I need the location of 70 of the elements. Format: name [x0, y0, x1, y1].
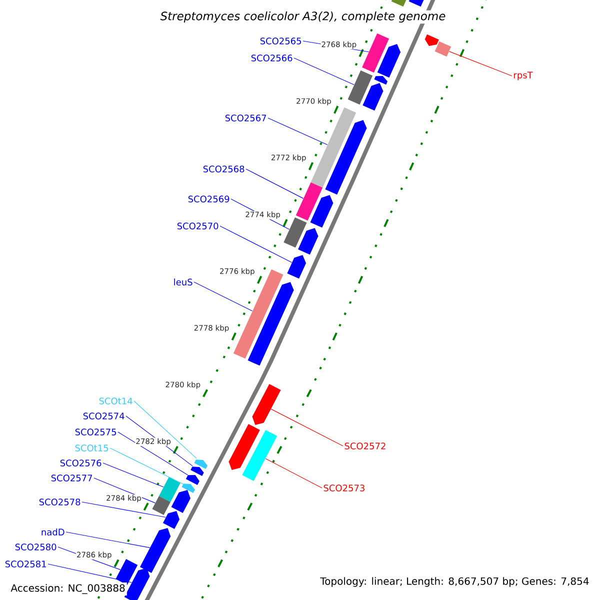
gene-label: rpsT	[514, 72, 533, 80]
gene-label: SCO2574	[83, 412, 124, 420]
gene-label: SCO2567	[225, 114, 266, 122]
leader-line	[270, 408, 344, 446]
leader-line	[94, 478, 156, 504]
leader-line	[110, 448, 184, 484]
leader-line	[82, 502, 166, 518]
gene-pentagon	[171, 490, 190, 514]
gene-pentagon	[190, 466, 204, 476]
leader-line	[265, 458, 322, 488]
gene-label: nadD	[42, 528, 64, 536]
leader-line	[134, 400, 197, 459]
gene-label: SCOt15	[75, 444, 108, 452]
leader-line	[220, 226, 292, 263]
gene-pentagon	[287, 255, 306, 279]
gene-box	[434, 41, 452, 57]
leader-line	[48, 564, 132, 583]
leader-line	[294, 58, 354, 86]
gene-pentagon	[325, 120, 367, 195]
leader-line	[66, 532, 150, 548]
gene-label: SCO2573	[324, 484, 364, 492]
leader-line	[102, 462, 164, 488]
gene-pentagon	[228, 424, 260, 470]
gene-pentagon	[362, 83, 384, 111]
gene-box	[348, 70, 373, 105]
gene-label: SCO2577	[51, 474, 92, 482]
gene-box	[284, 217, 307, 248]
gene-box	[116, 559, 138, 586]
gene-label: SCO2572	[344, 442, 386, 450]
gene-box	[296, 182, 323, 221]
leader-line	[448, 51, 512, 76]
gene-label: SCO2578	[39, 498, 80, 506]
gene-pentagon	[377, 44, 401, 78]
gene-label: SCO2565	[260, 38, 301, 44]
gene-pentagon	[162, 511, 180, 530]
gene-pentagon	[248, 282, 294, 366]
gene-label: SCO2570	[177, 222, 218, 230]
gene-label: SCO2568	[203, 166, 244, 172]
gene-label: leuS	[174, 278, 192, 286]
gene-box	[310, 107, 356, 188]
leader-line	[194, 282, 253, 312]
gene-label: SCOt14	[99, 398, 132, 404]
gene-label: SCO2580	[15, 544, 56, 550]
gene-pentagon	[310, 195, 334, 228]
gene-box	[391, 0, 409, 7]
gene-pentagon	[194, 460, 208, 470]
gene-box	[242, 430, 278, 482]
gene-box	[152, 496, 170, 516]
gene-pentagon	[186, 475, 200, 486]
genome-info-label: Topology: linear; Length: 8,667,507 bp; Genes: 7,854	[318, 576, 591, 588]
gene-label: SCO2575	[75, 428, 116, 436]
gene-pentagon	[124, 568, 150, 600]
leader-line	[118, 432, 188, 476]
gene-pentagon	[252, 384, 281, 425]
gene-label: SCO2576	[60, 460, 102, 466]
gene-box	[158, 477, 180, 502]
gene-pentagon	[408, 0, 424, 7]
gene-pentagon	[298, 228, 318, 255]
gene-label: SCO2581	[5, 560, 46, 568]
title: Streptomyces coelicolor A3(2), complete genome	[159, 10, 447, 24]
gene-box	[362, 33, 390, 73]
gene-label: SCO2566	[251, 54, 292, 62]
leader-line	[268, 118, 328, 146]
gene-pentagon	[424, 34, 439, 46]
gene-pentagon	[182, 484, 195, 494]
leader-line	[246, 168, 304, 199]
gene-pentagon	[140, 528, 171, 574]
accession-label: Accession: NC_003888	[9, 582, 127, 596]
gene-label: SCO2569	[188, 196, 230, 202]
gene-pentagon	[374, 76, 388, 85]
